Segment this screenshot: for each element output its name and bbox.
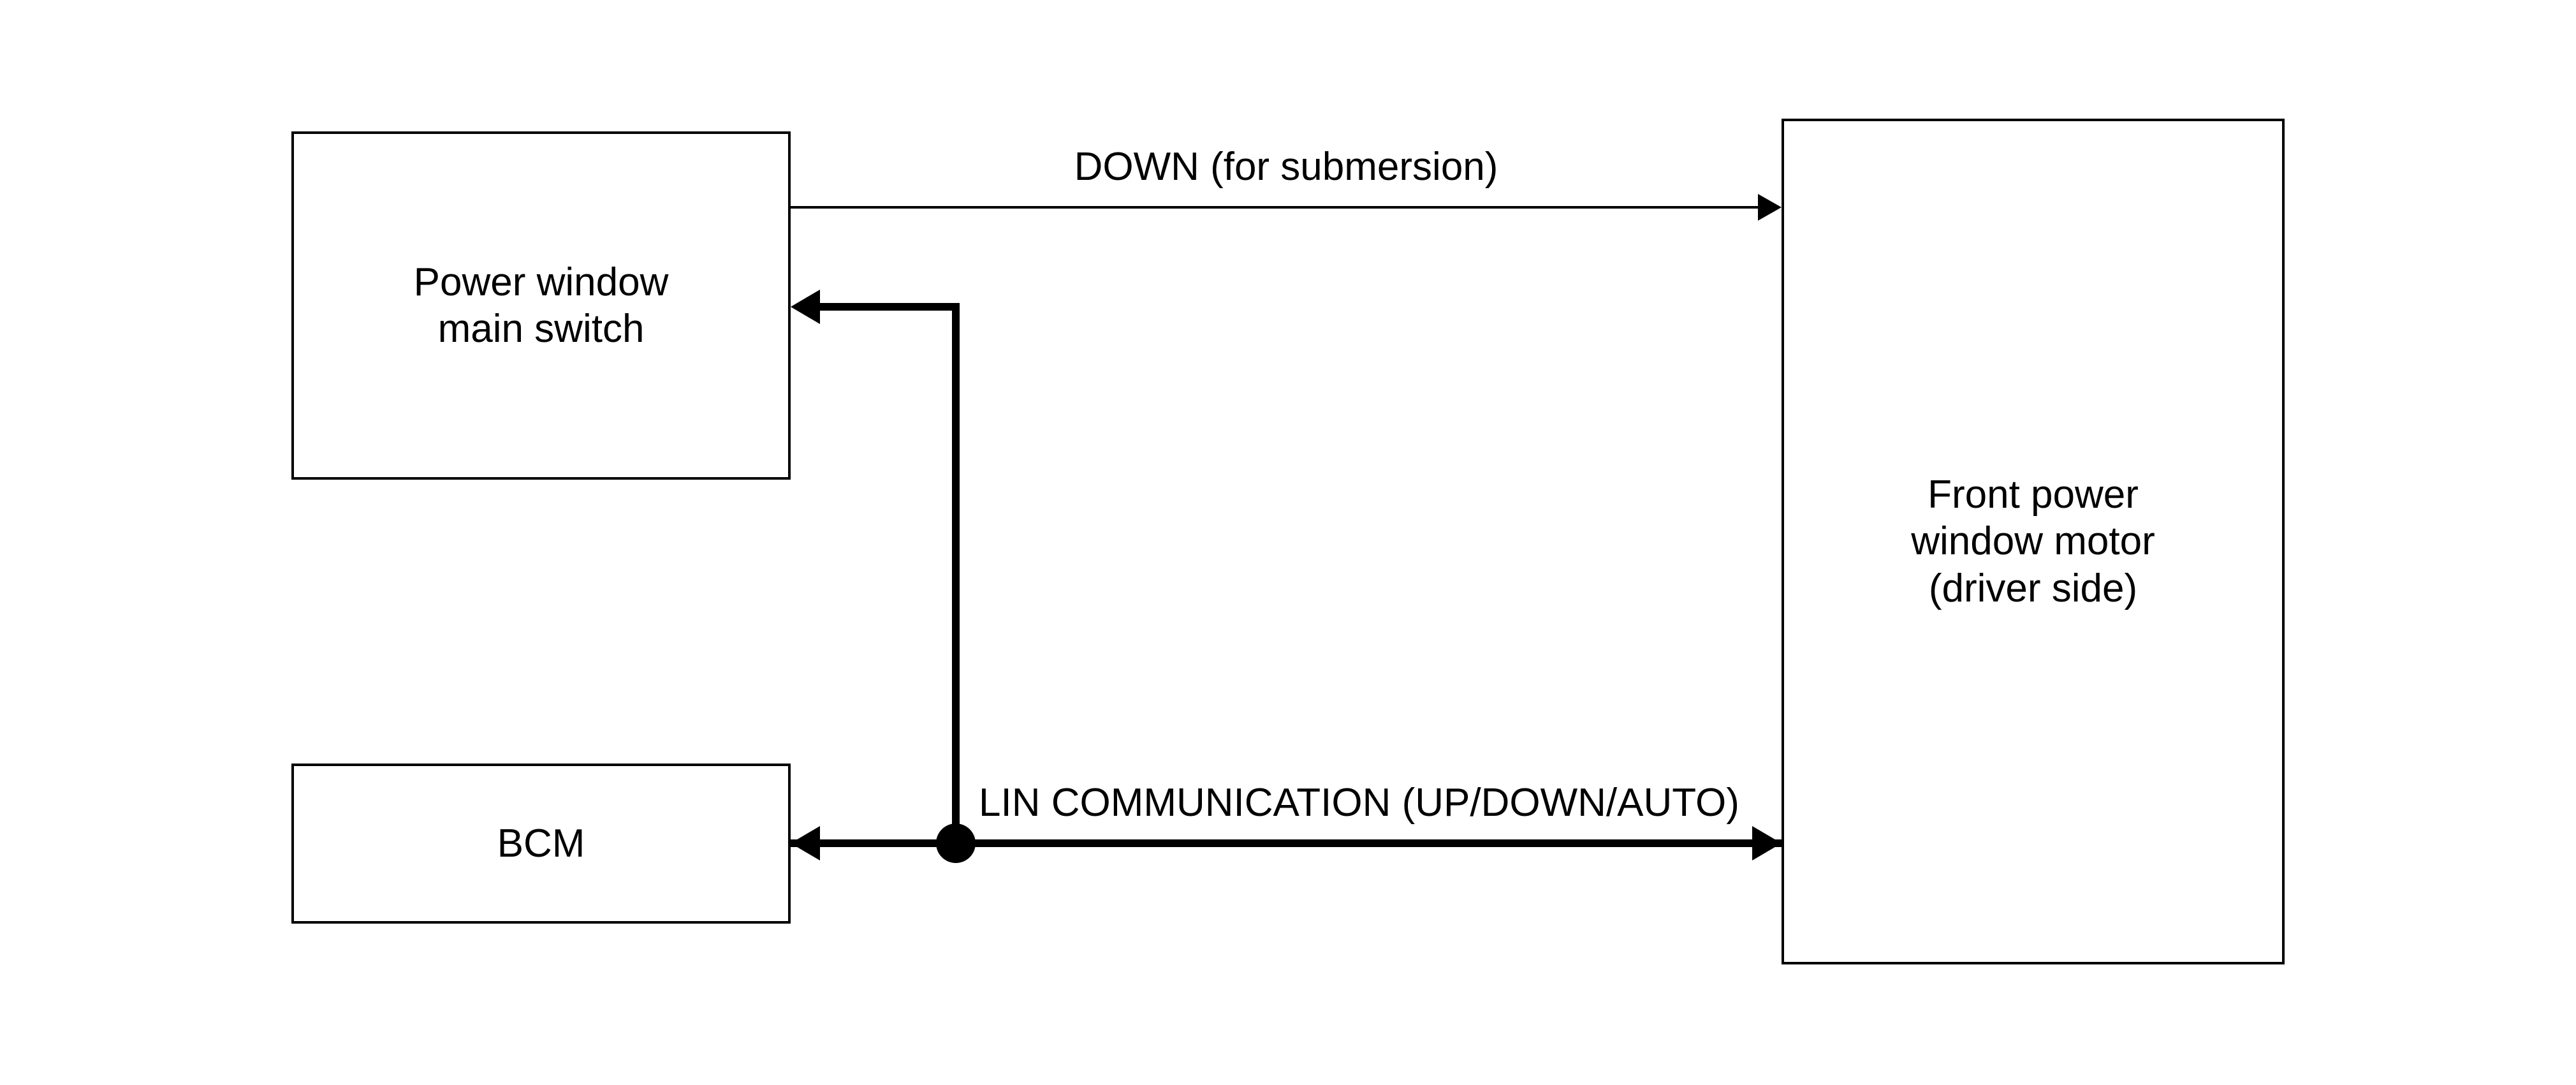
left-arrowhead-icon [791,826,820,860]
down-signal-line [791,206,1760,209]
front-power-window-motor-box: Front power window motor (driver side) [1782,119,2285,964]
bcm-box: BCM [291,764,791,924]
left-arrowhead-icon [791,290,820,324]
box-label-line: window motor [1911,519,2155,564]
box-label-line: (driver side) [1928,566,2138,610]
right-arrowhead-icon [1752,826,1782,860]
right-arrowhead-icon [1758,194,1782,221]
box-label-line: main switch [437,307,645,351]
power-window-main-switch-box: Power window main switch [291,131,791,480]
box-label-line: Power window [413,260,669,304]
box-label-line: Front power [1928,473,2139,517]
lin-communication-label: LIN COMMUNICATION (UP/DOWN/AUTO) [979,781,1739,825]
lin-branch-vertical-line [952,303,960,847]
lin-communication-line [791,839,1782,847]
down-signal-label: DOWN (for submersion) [1074,145,1498,189]
box-label-line: BCM [497,821,585,866]
lin-branch-horizontal-line [817,303,960,311]
